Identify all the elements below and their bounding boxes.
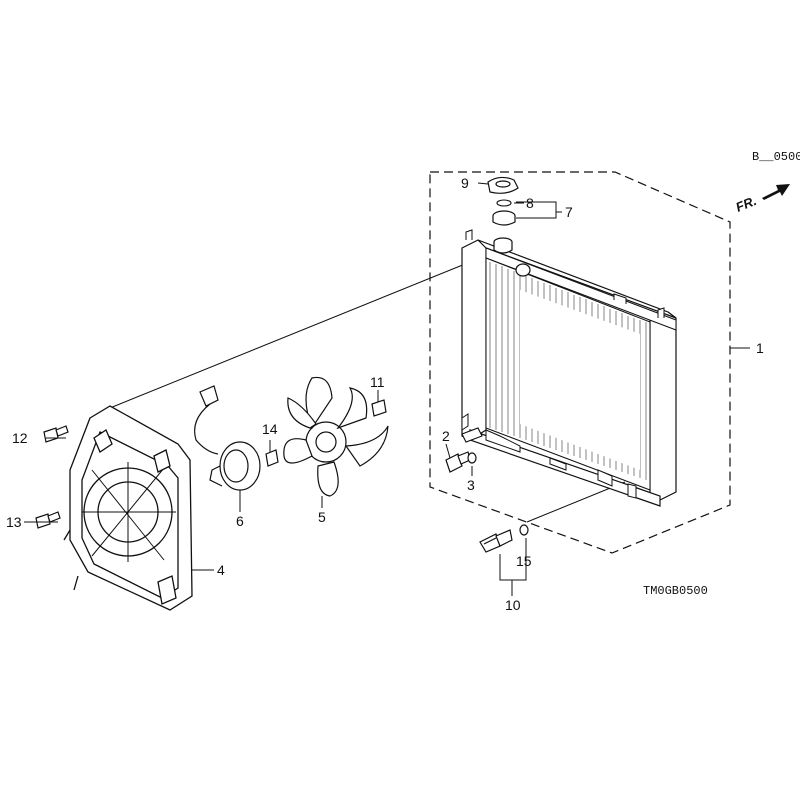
front-direction-indicator: FR. <box>734 184 790 215</box>
cap-assembly <box>492 210 516 226</box>
drain-fitting <box>461 427 483 443</box>
radiator-assembly-boundary <box>429 171 731 554</box>
shroud-leader-line <box>104 261 471 411</box>
fan-shroud <box>63 405 193 611</box>
shroud-nut <box>371 399 387 417</box>
switch-washer <box>519 524 529 536</box>
diagram-code: TM0GB0500 <box>643 584 708 598</box>
fan-nut <box>265 449 279 467</box>
callout-8: 8 <box>526 195 534 211</box>
radiator-cap <box>487 176 519 194</box>
front-arrow-icon <box>762 184 790 200</box>
cooling-fan <box>283 376 389 497</box>
callout-7: 7 <box>565 204 573 220</box>
callout-4: 4 <box>217 562 225 578</box>
cap-gasket <box>496 199 512 207</box>
temperature-switch <box>479 529 513 553</box>
callout-11: 11 <box>370 374 385 390</box>
callout-5: 5 <box>318 509 326 525</box>
front-label: FR. <box>734 193 759 215</box>
callout-9: 9 <box>461 175 469 191</box>
radiator <box>461 229 677 507</box>
callout-15: 15 <box>516 553 532 569</box>
callout-6: 6 <box>236 513 244 529</box>
callout-leaders <box>24 182 750 596</box>
callout-1: 1 <box>756 340 764 356</box>
drain-o-ring <box>467 452 477 464</box>
shroud-bolt-lower <box>35 511 61 529</box>
callout-10: 10 <box>505 597 521 613</box>
callout-12: 12 <box>12 430 28 446</box>
callout-2: 2 <box>442 428 450 444</box>
callout-13: 13 <box>6 514 22 530</box>
callout-3: 3 <box>467 477 475 493</box>
section-code: B__0500 <box>752 150 800 164</box>
shroud-bolt-upper <box>43 425 69 443</box>
callout-14: 14 <box>262 421 278 437</box>
fan-motor <box>194 385 261 491</box>
